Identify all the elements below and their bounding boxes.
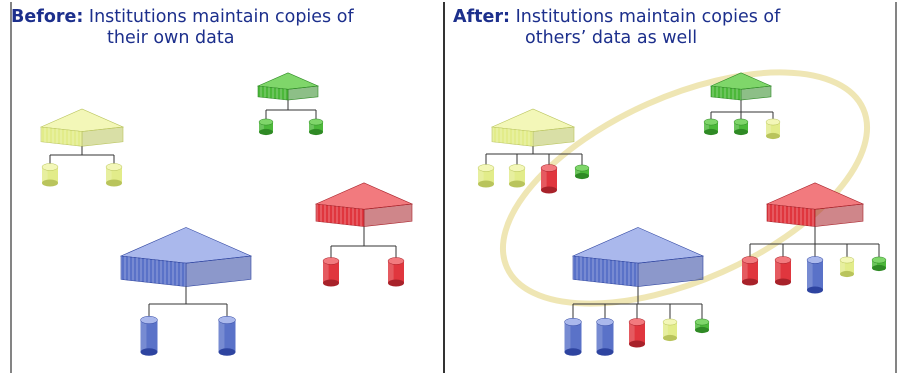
after-blue-db-icon-2 [596, 318, 614, 356]
after-green-server-icon [709, 72, 773, 101]
after-red-db-icon-5 [871, 256, 887, 272]
after-yellow-db-icon-1 [477, 164, 495, 188]
after-heading: After: [453, 7, 511, 27]
after-blue-server-icon [571, 227, 705, 287]
after-red-db-icon-2 [774, 256, 792, 286]
before-green-db-icon-2 [308, 118, 324, 136]
after-yellow-db-icon-3 [540, 164, 558, 194]
before-yellow-db-icon-2 [105, 163, 123, 187]
before-text-line1: Institutions maintain copies of [88, 7, 354, 27]
before-red-server-icon [314, 182, 414, 227]
before-green-server-icon [256, 72, 320, 101]
after-red-db-icon-3 [806, 256, 824, 294]
sharing-ring [499, 69, 871, 307]
after-green-db-icon-3 [765, 118, 781, 140]
after-yellow-db-icon-4 [574, 164, 590, 180]
before-red-db-icon-1 [322, 257, 340, 287]
before-caption: Before: Institutions maintain copies of … [11, 7, 354, 49]
after-yellow-server-icon [490, 108, 576, 147]
before-yellow-server-icon [39, 108, 125, 147]
after-blue-db-icon-3 [628, 318, 646, 348]
before-red-db-icon-2 [387, 257, 405, 287]
after-caption: After: Institutions maintain copies of o… [453, 7, 780, 49]
after-yellow-db-icon-2 [508, 164, 526, 188]
after-green-db-icon-1 [703, 118, 719, 136]
before-yellow-db-icon-1 [41, 163, 59, 187]
after-blue-db-icon-1 [564, 318, 582, 356]
after-text-line2: others’ data as well [525, 28, 698, 48]
after-text-line1: Institutions maintain copies of [515, 7, 781, 27]
after-blue-db-icon-4 [662, 318, 678, 342]
before-blue-server-icon [119, 227, 253, 287]
before-green-db-icon-1 [258, 118, 274, 136]
after-red-db-icon-1 [741, 256, 759, 286]
before-heading: Before: [11, 7, 84, 27]
after-red-server-icon [765, 182, 865, 227]
after-blue-db-icon-5 [694, 318, 710, 334]
after-green-db-icon-2 [733, 118, 749, 136]
before-text-line2: their own data [107, 28, 235, 48]
before-blue-db-icon-1 [140, 316, 158, 356]
before-blue-db-icon-2 [218, 316, 236, 356]
after-red-db-icon-4 [839, 256, 855, 278]
